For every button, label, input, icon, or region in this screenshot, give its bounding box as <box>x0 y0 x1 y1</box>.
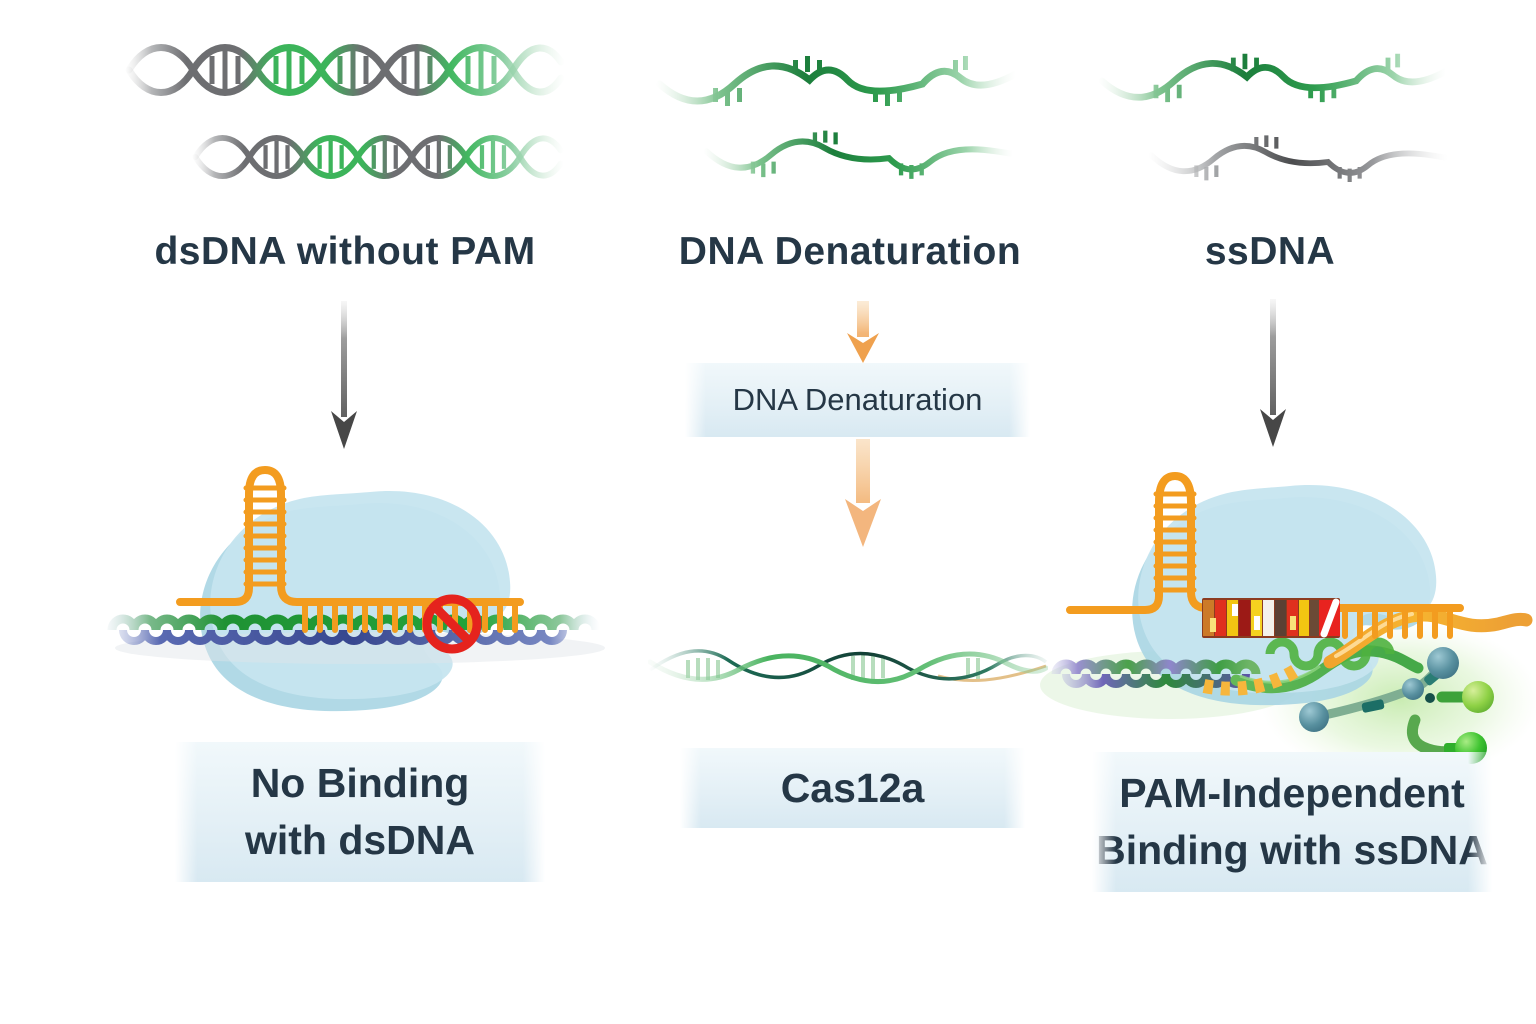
dna-coil-icon <box>107 614 601 645</box>
denaturation-step-box: DNA Denaturation <box>685 363 1030 437</box>
down-arrow-icon <box>1260 299 1286 447</box>
left-result-box: No Binding with dsDNA <box>175 742 545 882</box>
cas12a-ssdna-binding-illustration <box>1040 471 1536 780</box>
left-top-label: dsDNA without PAM <box>154 230 536 273</box>
ssdna-wave-gray-icon <box>1148 135 1448 182</box>
denaturation-step-label: DNA Denaturation <box>732 382 983 417</box>
left-result-line2: with dsDNA <box>244 817 476 863</box>
down-arrow-icon <box>331 301 357 449</box>
heteroduplex-icon <box>1202 598 1340 638</box>
no-entry-icon <box>422 594 482 654</box>
middle-result-box: Cas12a <box>680 748 1025 828</box>
ssdna-wave-icon <box>1098 53 1446 103</box>
ssdna-wave-icon <box>656 56 1019 106</box>
denature-arrow-icon <box>845 439 881 547</box>
right-top-label: ssDNA <box>1204 230 1336 273</box>
right-result-box: PAM-Independent Binding with ssDNA <box>1092 752 1492 892</box>
left-result-line1: No Binding <box>250 760 470 806</box>
denatured-dna-icon <box>648 649 1048 685</box>
dsdna-helix-icon <box>192 135 564 179</box>
right-result-line2: Binding with ssDNA <box>1096 827 1488 873</box>
middle-result-label: Cas12a <box>780 764 925 811</box>
right-result-line1: PAM-Independent <box>1119 770 1465 816</box>
cleavage-products-icon <box>1299 647 1494 764</box>
denature-arrow-icon <box>847 301 879 363</box>
ssdna-wave-icon <box>703 130 1014 179</box>
dsdna-helix-icon <box>125 44 565 96</box>
cas12a-no-binding-illustration <box>107 465 605 712</box>
middle-top-label: DNA Denaturation <box>678 230 1022 273</box>
guide-rna-icon <box>1066 471 1464 639</box>
dna-coil-icon <box>1051 659 1261 688</box>
